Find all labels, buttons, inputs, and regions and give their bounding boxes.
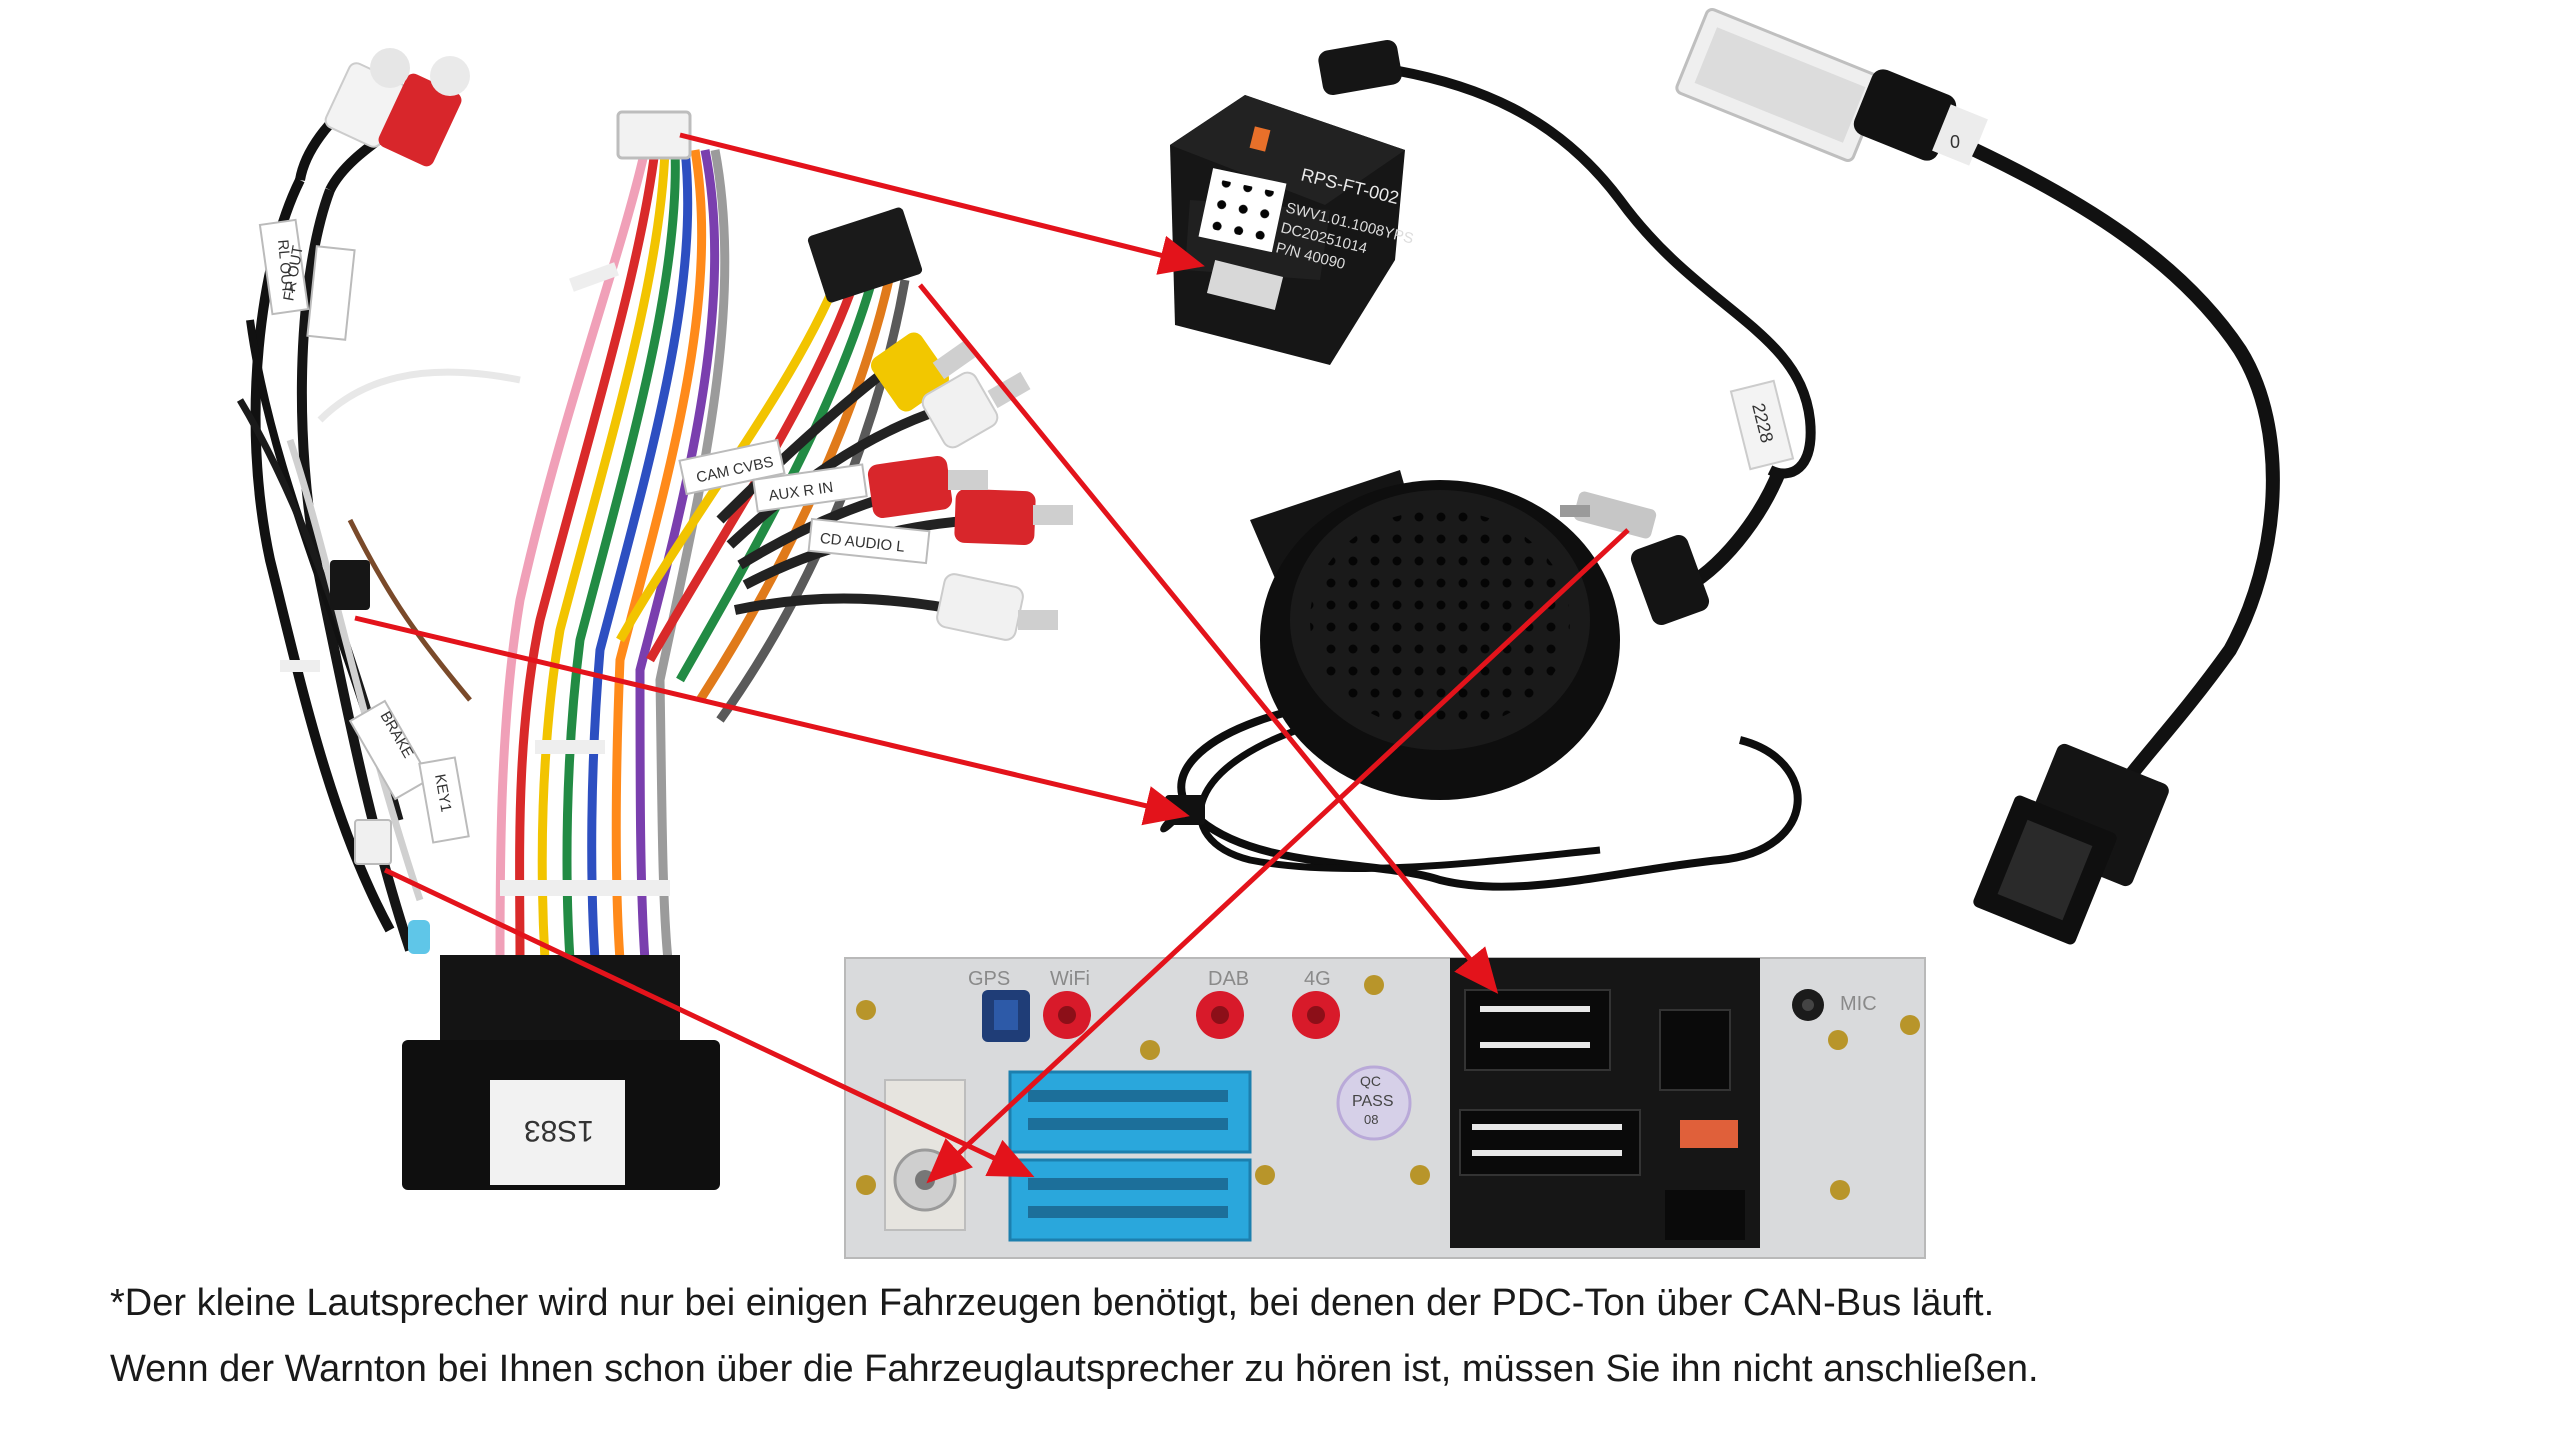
qc-badge-line1: QC	[1360, 1073, 1381, 1089]
port-label-dab: DAB	[1208, 968, 1249, 990]
qc-badge-line2: PASS	[1352, 1093, 1394, 1110]
port-label-wifi: WiFi	[1050, 968, 1090, 990]
footnote-speaker: *Der kleine Lautsprecher wird nur bei ei…	[110, 1282, 1995, 1324]
head-unit-rear: GPS WiFi DAB 4G MIC QC PASS 08	[844, 957, 1926, 1259]
wiring-harness: RL OUT FR OUT CAM CVBS AUX R IN CD AUDIO…	[236, 48, 1073, 1190]
arrow-brake-to-blue-connector	[383, 867, 1035, 1178]
can-bus-module: RPS-FT-002 SWV1.01.1008YPS DC20251014 P/…	[1170, 95, 1415, 365]
tag-rl-out: RL OUT	[274, 239, 296, 295]
antenna-adapter-cable: 2228	[1318, 39, 1816, 626]
arrow-speaker-plug-to-harness	[354, 615, 1190, 826]
connection-arrows	[354, 132, 1630, 1184]
footnote-warning-tone: Wenn der Warnton bei Ihnen schon über di…	[110, 1348, 2039, 1390]
arrow-connector-to-iso-block	[918, 283, 1499, 994]
port-label-4g: 4G	[1304, 968, 1331, 990]
usb-cable: 0	[1675, 7, 2280, 945]
port-label-mic: MIC	[1840, 993, 1877, 1015]
qc-badge-line3: 08	[1364, 1112, 1378, 1127]
plug-label: 1S83	[524, 1114, 594, 1147]
arrow-antenna-to-fm-socket	[926, 528, 1630, 1184]
arrow-harness-to-can-module	[679, 132, 1205, 275]
port-label-gps: GPS	[968, 968, 1010, 990]
tag-key1: KEY1	[431, 773, 454, 814]
small-speaker	[1160, 470, 1802, 891]
usb-tag: 0	[1950, 132, 1960, 152]
harness-plug: 1S83	[402, 955, 720, 1190]
